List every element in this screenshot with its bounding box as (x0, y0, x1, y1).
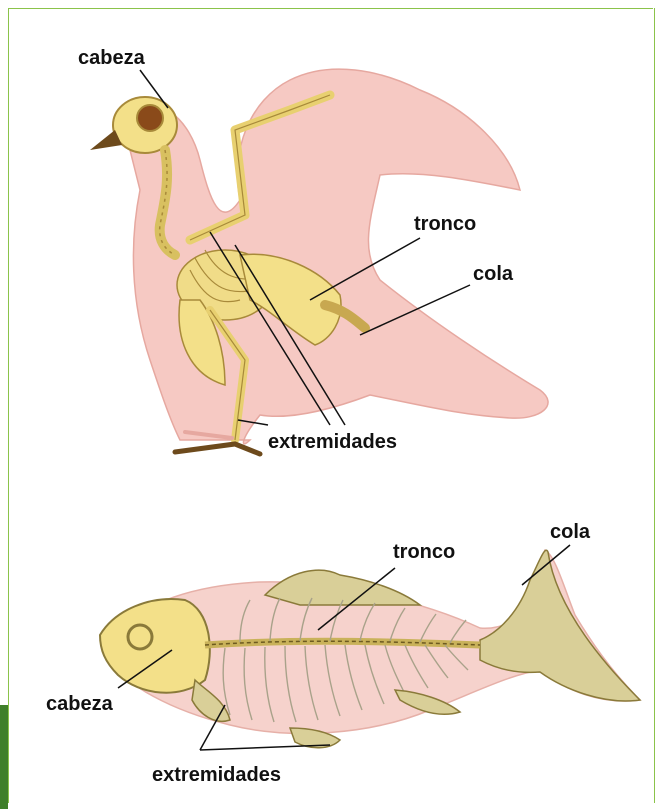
fish-label-limbs: extremidades (152, 764, 281, 786)
fish-label-tail: cola (550, 521, 591, 543)
bird-illustration (90, 69, 548, 454)
bird-label-head: cabeza (78, 47, 146, 69)
fish-label-head: cabeza (46, 693, 114, 715)
bird-foot (175, 444, 260, 454)
bird-label-trunk: tronco (414, 213, 476, 235)
bird-label-tail: cola (473, 263, 514, 285)
fish-label-trunk: tronco (393, 541, 455, 563)
fish-skull (100, 599, 210, 693)
bird-silhouette (120, 69, 548, 444)
bird-eye-socket (137, 105, 163, 131)
bird-label-limbs: extremidades (268, 431, 397, 453)
fish-illustration (100, 550, 640, 748)
